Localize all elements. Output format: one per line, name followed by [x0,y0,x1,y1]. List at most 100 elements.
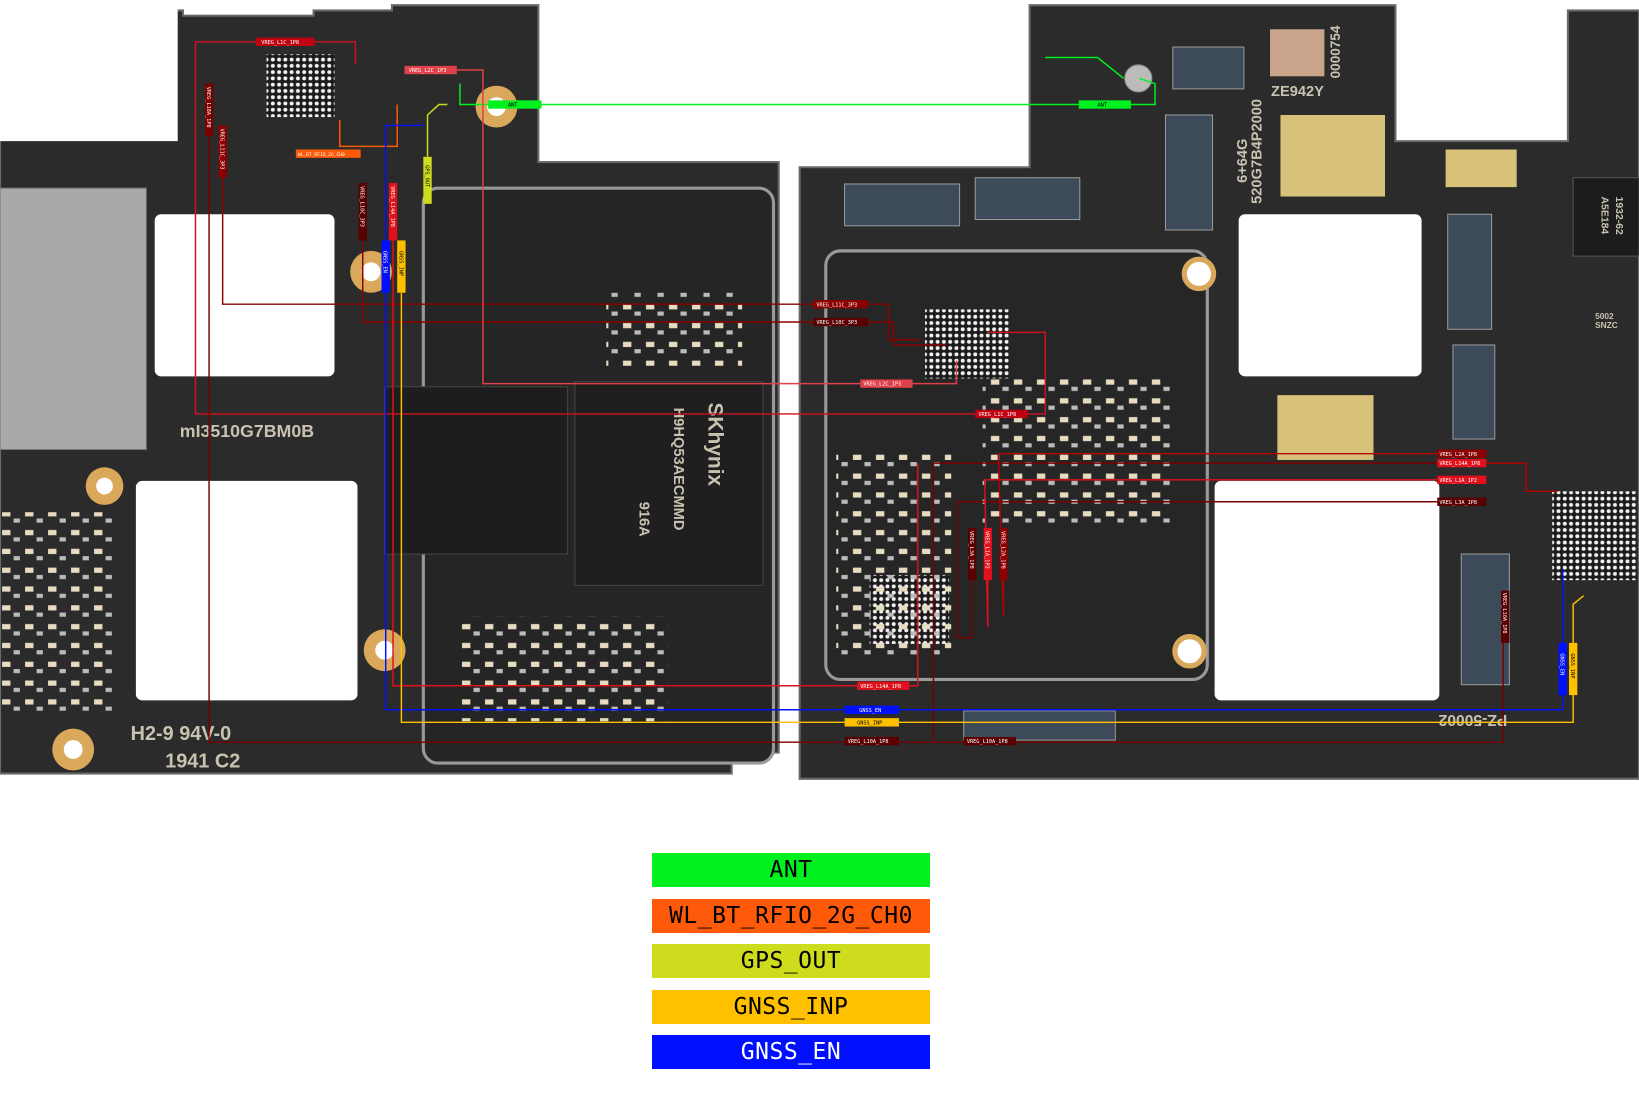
label-wl-bt-rfio: WL_BT_RFIO_2G_CH0 [298,152,345,158]
date-marking: 1941 C2 [165,750,240,772]
label-gnss-inp: GNSS_INP [397,251,403,276]
rating-marking: H2-9 94V-0 [131,723,231,745]
label-gnss-inp: GNSS_INP [1569,653,1575,678]
label-vreg-l1c-1p8: VREG_L1C_1P8 [978,412,1016,418]
component-area [0,512,115,711]
label-vreg-l10a-1p8: VREG_L10A_1P8 [848,739,889,745]
legend-gnss-en: GNSS_EN [652,1035,930,1069]
label-vreg-l2c-1p3: VREG_L2C_1P3 [409,68,447,74]
board-cutout [154,214,335,377]
label-ant: ANT [1098,103,1108,109]
wire-l1c [194,41,976,415]
label-vreg-l10a-1p8: VREG_L10A_1P8 [1501,593,1507,634]
mount-hole-center [63,740,83,759]
mount-hole-center [375,640,395,660]
wire-wl-bt [338,104,398,148]
gold-pad [1277,395,1374,460]
bga-chip [1552,491,1636,581]
memory-part: H9HQ53AECMMD [670,408,686,531]
qr-code [1270,29,1325,77]
chip-marking: SNZC [1595,320,1618,330]
memory-chip [574,381,764,586]
component-area [836,449,952,659]
label-vreg-l14a-1p8: VREG_L14A_1P8 [860,684,901,690]
gold-pad [1445,149,1517,188]
wire-l10a-mid [932,462,1438,743]
board-id-marking: mI3510G7BM0B [180,421,314,441]
wire-l10c-right [867,321,946,346]
legend-wl-bt-rfio: WL_BT_RFIO_2G_CH0 [652,899,930,933]
label-vreg-l1c-1p8: VREG_L1C_1P8 [261,40,299,46]
rf-connector [1124,64,1153,93]
wire-right-chip [1486,462,1558,493]
wire-gnss-en [384,292,845,711]
wire-l14a [392,240,858,687]
chip-marking: 1932-62 [1613,197,1624,236]
connector [974,177,1081,221]
board-cutout [0,0,178,142]
legend-ant: ANT [652,853,930,887]
wire-l18a [208,135,845,743]
wire-l1c-top [313,41,357,65]
component-area [459,616,669,722]
serial2-marking: 0000754 [1328,25,1343,78]
mount-hole [1172,633,1207,669]
net-wires [194,41,1585,743]
label-vreg-l18a-1p8: VREG_L18A_1P8 [205,87,211,128]
board-number-marking: 520G7B4P2000 [1250,99,1266,204]
connector [1447,213,1493,330]
component-area [982,376,1171,523]
board-cutout [1214,480,1440,701]
board-cutout [1238,214,1422,377]
label-vreg-l11c-3p3: VREG_L11C_3P3 [219,129,225,170]
label-vreg-l10c-3p3: VREG_L10C_3P3 [816,320,857,326]
chip-marking: 5002 [1595,311,1614,321]
label-vreg-l10c-3p3: VREG_L10C_3P3 [359,186,365,227]
label-vreg-l3a-1p8: VREG_L3A_1P8 [1439,500,1477,506]
mount-hole-center [361,262,381,282]
memory-chip [384,386,569,555]
net-labels: ANT ANT VREG_L1C_1P8 VREG_L2C_1P3 WL_BT_… [204,37,1578,746]
wire-gnss-inp-chip [1572,595,1585,643]
legend-gnss-inp: GNSS_INP [652,990,930,1024]
label-gnss-en: GNSS_EN [382,251,388,273]
connector [1172,46,1245,90]
wire-gnss-inp [400,292,845,724]
serial-marking: ZE942Y [1271,84,1324,100]
wire-l14a-right [909,463,919,687]
mount-hole-center [96,477,113,495]
label-gnss-en: GNSS_EN [1559,653,1565,675]
label-gps-out: GPS_OUT [423,165,429,188]
wire-ant-left [1045,56,1125,79]
wire-ant [459,77,1156,106]
label-vreg-l2a-1p8: VREG_L2A_1P8 [1439,452,1477,458]
connector [963,710,1116,741]
wire-gnss-en-right [898,695,1564,711]
wire-l11c [221,177,814,305]
label-gnss-en: GNSS_EN [859,708,881,714]
board-cutout [135,480,358,701]
wire-l2c-right [912,360,958,385]
connector [844,183,961,227]
wire-l10a-right [1016,642,1504,743]
mount-hole [1181,256,1217,292]
pz-marking: PZ-50002 [1438,711,1507,728]
label-ant: ANT [508,103,518,109]
label-vreg-l14a-1p8: VREG_L14A_1P8 [1439,461,1480,467]
label-vreg-l3a-1p8: VREG_L3A_1P8 [968,531,974,569]
bga-chip [266,54,335,118]
wire-gps-out [426,103,448,157]
label-gnss-inp: GNSS_INP [857,720,882,726]
label-vreg-l1a-1p2: VREG_L1A_1P2 [984,531,990,569]
wire-gnss-inp-right [898,695,1574,724]
wire-l3a [955,501,1438,639]
wire-l2c [456,69,861,385]
wire-l10c [361,240,814,323]
label-vreg-l2c-1p3: VREG_L2C_1P3 [863,382,901,388]
label-vreg-l1a-1p2: VREG_L1A_1P2 [1439,478,1477,484]
label-vreg-l10a-1p8: VREG_L10A_1P8 [967,739,1008,745]
chip-marking: A5E184 [1598,197,1609,235]
label-vreg-l11c-3p3: VREG_L11C_3P3 [816,302,857,308]
sim-tray [0,187,147,451]
wire-gnss-en-top [384,124,424,241]
